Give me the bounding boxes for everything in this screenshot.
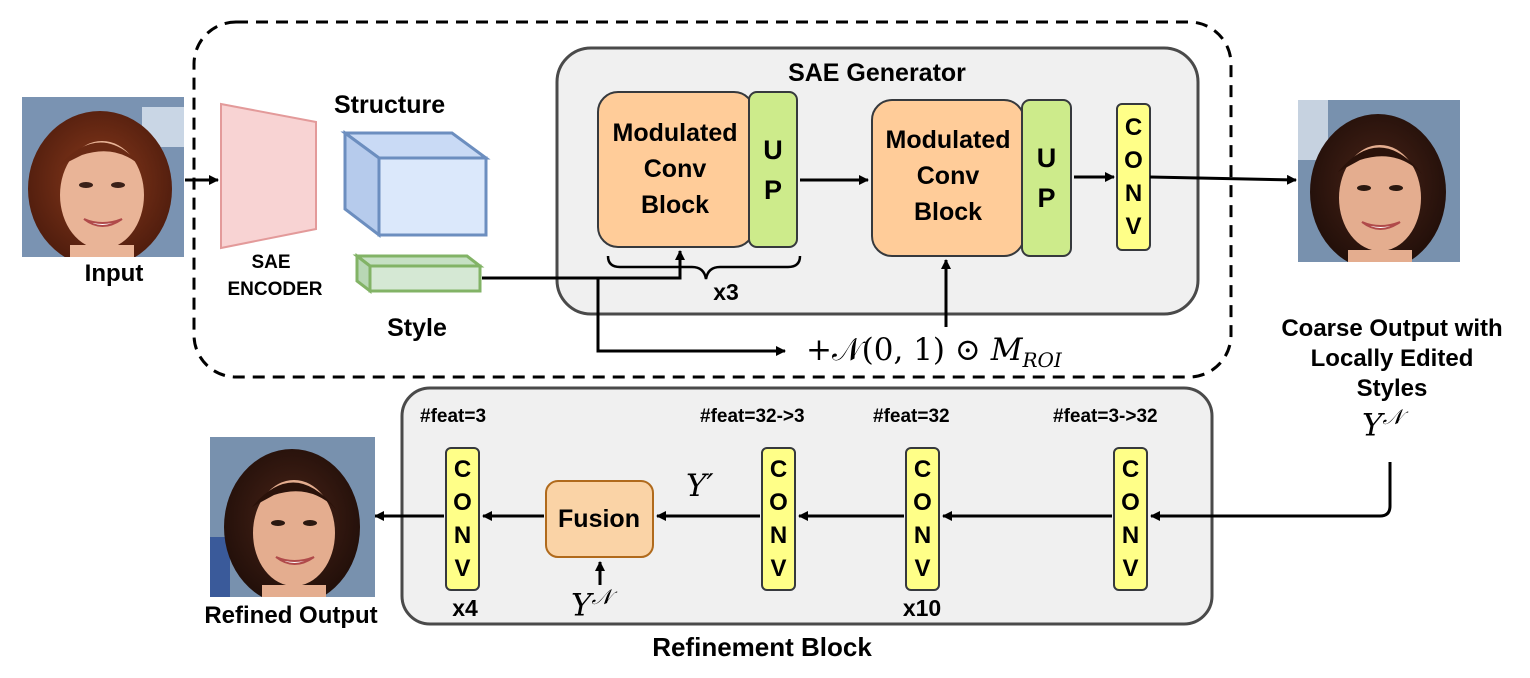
conv-letter: O [769, 489, 788, 516]
conv-letter: V [1125, 213, 1142, 240]
conv-letter: C [1124, 114, 1143, 141]
conv-letter: V [454, 555, 471, 582]
modulated-conv-block-1-line3: Block [640, 191, 710, 219]
conv-block-refine-c [905, 447, 940, 591]
conv-letter: V [914, 555, 931, 582]
encoder-label-line1: SAE [251, 252, 291, 273]
conv-block-refine-a [445, 447, 480, 591]
conv-block-generator-label: C O N V [1117, 104, 1150, 250]
conv-letter: O [1124, 147, 1143, 174]
modulated-conv-block-1-line2: Conv [643, 155, 707, 183]
conv-letter: N [1124, 180, 1143, 207]
conv-letter: C [1121, 456, 1140, 483]
y-sup: 𝒩 [591, 585, 612, 609]
up-block-1-label: U P [749, 92, 797, 247]
noise-formula: +𝒩(0, 1) ⊙ MROI [806, 332, 1062, 372]
refine-repeat-a: x4 [452, 595, 478, 621]
connectors [185, 172, 1392, 585]
noise-formula-sub: ROI [1022, 348, 1062, 373]
feat-label-c: #feat=32 [873, 406, 950, 427]
conv-letter: C [769, 456, 788, 483]
up-letter: P [1037, 183, 1056, 213]
conv-block-refine-b-label: C O N V [762, 448, 795, 590]
noise-formula-m: M [990, 332, 1023, 368]
encoder-generator-region [192, 20, 1233, 379]
conv-letter: C [913, 456, 932, 483]
conv-letter: C [453, 456, 472, 483]
feat-label-a: #feat=3 [420, 406, 487, 427]
encoder-label-line2: ENCODER [227, 279, 323, 300]
conv-block-refine-c-label: C O N V [906, 448, 939, 590]
conv-letter: O [453, 489, 472, 516]
input-face-image [22, 97, 184, 257]
conv-letter: V [770, 555, 787, 582]
conv-letter: N [913, 522, 932, 549]
modulated-conv-block-2-line1: Modulated [885, 126, 1011, 154]
up-block-2 [1021, 99, 1072, 257]
up-block-1 [748, 91, 798, 248]
fusion-label: Fusion [558, 505, 640, 533]
structure-cube [340, 130, 491, 239]
style-vector [352, 252, 485, 295]
coarse-output-line3: Styles [1356, 375, 1428, 402]
coarse-output-line1: Coarse Output with [1281, 315, 1503, 342]
feat-label-d: #feat=3->32 [1053, 406, 1158, 427]
up-letter: U [763, 134, 783, 165]
conv-block-refine-a-label: C O N V [446, 448, 479, 590]
feat-label-b: #feat=32->3 [700, 406, 805, 427]
conv-letter: N [453, 522, 472, 549]
y-sup: 𝒩 [1382, 405, 1403, 429]
sae-encoder-shape [220, 102, 317, 250]
fusion-input-symbol: Y𝒩 [571, 585, 612, 623]
structure-label: Structure [334, 91, 446, 119]
coarse-output-line2: Locally Edited [1310, 345, 1474, 372]
y-symbol: Y [571, 587, 592, 624]
refine-repeat-b: x10 [902, 595, 942, 621]
repeat-brace [606, 255, 802, 280]
refined-output-face-image [210, 437, 375, 597]
y-symbol: Y [1362, 407, 1383, 444]
y-prime-label: Y′ [686, 468, 714, 504]
style-label: Style [387, 314, 447, 342]
modulated-conv-block-2-line3: Block [913, 198, 983, 226]
coarse-output-face-image [1298, 100, 1460, 262]
generator-title: SAE Generator [788, 59, 966, 87]
conv-block-refine-d-label: C O N V [1114, 448, 1147, 590]
up-letter: P [763, 174, 782, 205]
noise-formula-prefix: +𝒩(0, 1) ⊙ [806, 332, 991, 368]
conv-letter: O [913, 489, 932, 516]
conv-letter: V [1122, 555, 1139, 582]
up-block-2-label: U P [1022, 100, 1071, 256]
conv-block-refine-b [761, 447, 796, 591]
conv-block-refine-d [1113, 447, 1148, 591]
fusion-block [545, 480, 654, 558]
modulated-conv-block-1-line1: Modulated [612, 119, 738, 147]
refined-output-label: Refined Output [204, 602, 378, 629]
refinement-title: Refinement Block [652, 632, 872, 662]
conv-letter: O [1121, 489, 1140, 516]
conv-letter: N [769, 522, 788, 549]
up-letter: U [1036, 143, 1057, 173]
input-label: Input [84, 260, 144, 287]
conv-letter: N [1121, 522, 1140, 549]
generator-repeat-label: x3 [713, 279, 739, 305]
modulated-conv-block-2-line2: Conv [916, 162, 980, 190]
coarse-output-symbol: Y𝒩 [1362, 405, 1403, 443]
